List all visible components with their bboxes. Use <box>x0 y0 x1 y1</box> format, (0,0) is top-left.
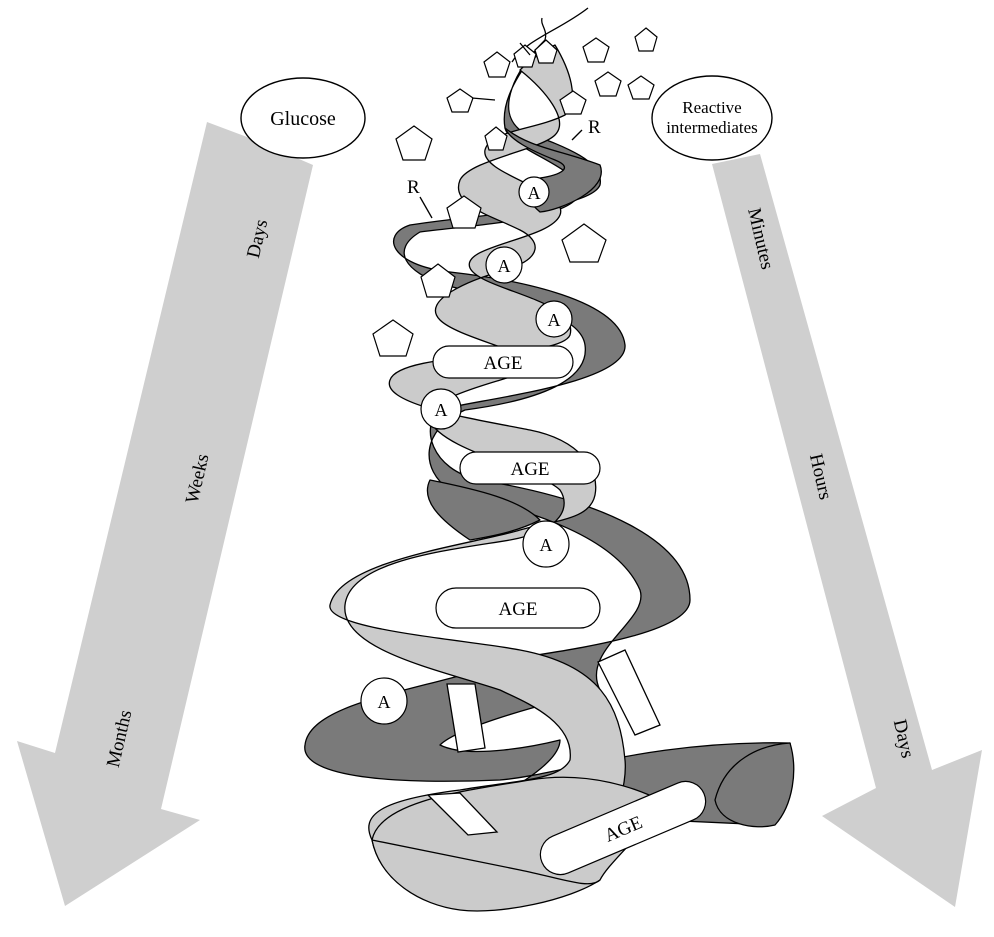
amadori-circle: A <box>518 176 550 208</box>
age-pill: AGE <box>435 587 601 629</box>
sugar-pentagon <box>534 39 558 64</box>
reactive-intermediates-bubble: Reactive intermediates <box>651 75 773 161</box>
amadori-products: A A A A A A <box>360 176 573 725</box>
sugar-pentagon <box>594 71 622 97</box>
amadori-label: A <box>378 692 391 712</box>
tube-end-rim <box>371 839 601 885</box>
r-groups: R R <box>407 117 601 219</box>
r-group-label: R <box>588 117 601 138</box>
sugar-pentagon <box>513 44 537 68</box>
sugar-pentagon <box>627 75 655 100</box>
crosslink-bonds <box>426 649 661 836</box>
glucose-oval <box>240 77 366 159</box>
r-group-line <box>571 129 583 141</box>
amadori-circle: A <box>522 520 570 568</box>
sugar-molecules <box>372 27 658 357</box>
strand-tip-line <box>541 17 547 41</box>
sugar-link-line <box>519 42 531 56</box>
sugar-pentagon <box>446 88 474 113</box>
glucose-time-arrow: Days Weeks Months <box>17 122 313 906</box>
amadori-circle: A <box>485 246 523 284</box>
sugar-pentagon <box>634 27 658 52</box>
dark-strand-tube-end <box>714 742 795 828</box>
left-arrow-shape <box>17 122 313 906</box>
crosslink-bond <box>446 683 486 753</box>
sugar-pentagon <box>395 125 433 161</box>
right-arrow-shape <box>712 154 982 907</box>
r-group-line <box>419 196 433 219</box>
age-pill: AGE <box>432 345 574 379</box>
sugar-pentagon <box>483 51 511 78</box>
sugar-pentagon <box>559 90 587 115</box>
sugar-link-line <box>471 97 496 101</box>
reactive-intermediates-time-arrow: Minutes Hours Days <box>712 154 982 907</box>
amadori-label: A <box>548 310 561 330</box>
crosslink-bond <box>426 792 499 836</box>
age-label: AGE <box>498 599 537 620</box>
amadori-circle: A <box>360 677 408 725</box>
amadori-label: A <box>498 256 511 276</box>
amadori-circle: A <box>535 300 573 338</box>
amadori-label: A <box>528 183 541 203</box>
glucose-label: Glucose <box>270 108 336 130</box>
sugar-pentagon <box>484 126 508 151</box>
reactive-intermediates-oval <box>651 75 773 161</box>
dark-strand-front-segment-2 <box>426 479 541 541</box>
glucose-bubble: Glucose <box>240 77 366 159</box>
reactive-intermediates-label-line2: intermediates <box>666 118 758 137</box>
age-pill: AGE <box>539 780 707 876</box>
reactive-intermediates-label-line1: Reactive <box>682 98 741 117</box>
amadori-label: A <box>540 535 553 555</box>
age-label: AGE <box>510 459 549 480</box>
sugar-pentagon <box>561 223 607 263</box>
sugar-pentagon <box>446 195 482 229</box>
sugar-pentagon <box>582 37 610 63</box>
r-group-label: R <box>407 177 420 198</box>
amadori-label: A <box>435 400 448 420</box>
age-crosslinks: AGE AGE AGE AGE <box>432 345 707 876</box>
amadori-circle: A <box>420 388 462 430</box>
sugar-pentagon <box>372 319 414 357</box>
crosslink-bond <box>597 649 661 736</box>
age-pill: AGE <box>459 451 601 485</box>
sugar-pentagon <box>420 263 456 298</box>
age-label: AGE <box>483 353 522 374</box>
